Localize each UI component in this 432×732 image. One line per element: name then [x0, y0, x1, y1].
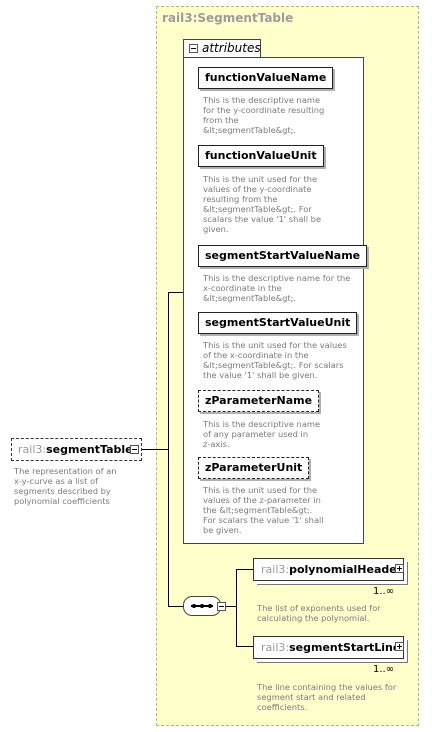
root-element-description: The representation of an x-y-curve as a …: [14, 466, 117, 506]
attributes-collapse-icon[interactable]: [189, 44, 198, 53]
attribute-description: This is the descriptive name of any para…: [203, 419, 321, 449]
attributes-label: attributes: [202, 41, 261, 55]
expand-icon[interactable]: [395, 642, 404, 651]
element-prefix: rail3:: [261, 641, 290, 654]
sequence-dot-icon: [192, 604, 196, 608]
expand-icon[interactable]: [395, 564, 404, 573]
connector-line: [236, 569, 253, 570]
attribute-description: This is the unit used for the values of …: [203, 174, 322, 234]
child-element-description: The list of exponents used for calculati…: [257, 603, 381, 623]
attributes-tab[interactable]: [183, 39, 261, 58]
sequence-dot-icon: [200, 604, 204, 608]
sequence-collapse-icon[interactable]: [217, 602, 226, 611]
connector-line: [236, 646, 253, 647]
element-name: segmentStartLine: [289, 641, 401, 654]
attribute-zParameterUnit[interactable]: zParameterUnit: [198, 457, 310, 479]
cardinality-label: 1..∞: [373, 664, 395, 675]
child-element-description: The line containing the values for segme…: [257, 682, 397, 712]
connector-line: [236, 569, 237, 647]
cardinality-label: 1..∞: [373, 586, 395, 597]
element-prefix: rail3:: [261, 563, 290, 576]
attribute-description: This is the descriptive name for the y-c…: [203, 95, 325, 135]
attribute-segmentStartValueName[interactable]: segmentStartValueName: [198, 245, 368, 267]
connector-line: [168, 292, 169, 606]
element-name: segmentTable: [46, 443, 133, 456]
attribute-zParameterName[interactable]: zParameterName: [198, 390, 320, 412]
complex-type-title: rail3:SegmentTable: [162, 11, 294, 25]
connector-line: [142, 449, 168, 450]
child-element-segmentStartLine[interactable]: rail3:segmentStartLine: [253, 636, 404, 659]
element-prefix: rail3:: [18, 443, 47, 456]
sequence-dot-icon: [208, 604, 212, 608]
connector-line: [226, 606, 236, 607]
collapse-icon[interactable]: [130, 445, 139, 454]
attribute-description: This is the descriptive name for the x-c…: [203, 273, 351, 303]
attribute-segmentStartValueUnit[interactable]: segmentStartValueUnit: [198, 312, 358, 334]
connector-line: [168, 292, 183, 293]
attribute-description: This is the unit used for the values of …: [203, 485, 324, 535]
connector-line: [168, 606, 183, 607]
attribute-functionValueUnit[interactable]: functionValueUnit: [198, 145, 324, 167]
attribute-functionValueName[interactable]: functionValueName: [198, 67, 334, 89]
child-element-polynomialHeader[interactable]: rail3:polynomialHeader: [253, 558, 404, 581]
root-element-segmentTable[interactable]: rail3:segmentTable: [11, 438, 142, 461]
attribute-description: This is the unit used for the values of …: [203, 340, 347, 380]
element-name: polynomialHeader: [289, 563, 403, 576]
